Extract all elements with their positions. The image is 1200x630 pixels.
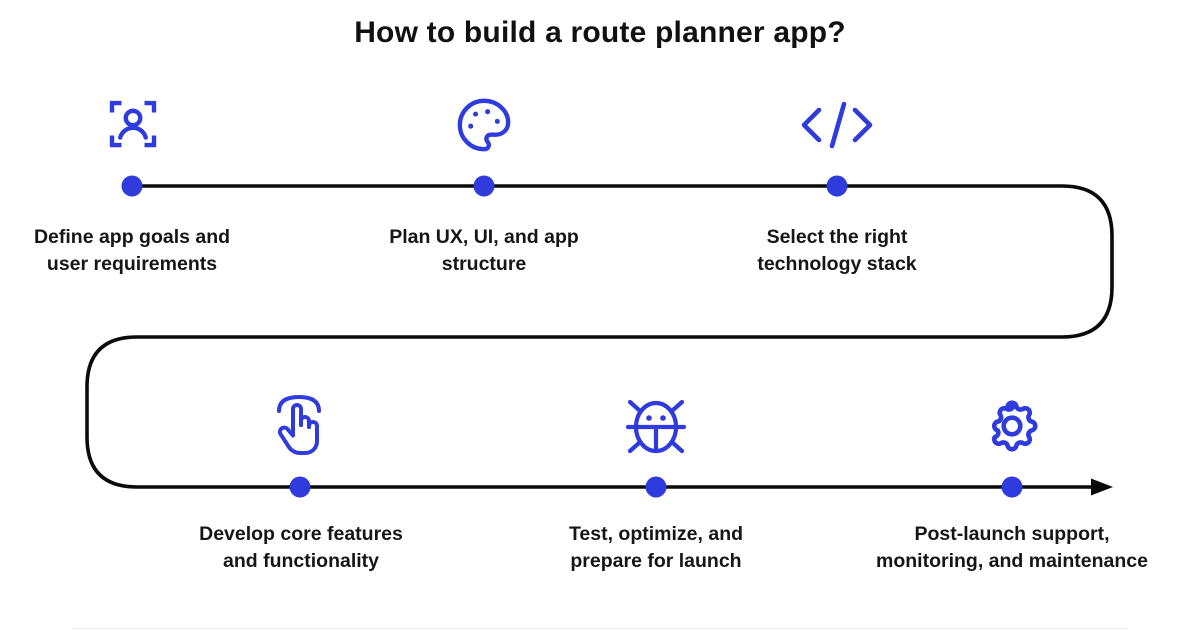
step-dot: [289, 476, 311, 498]
step-dot: [645, 476, 667, 498]
step-label: Test, optimize, and prepare for launch: [496, 521, 816, 575]
bug-icon: [620, 394, 692, 458]
step-label-line: Select the right: [766, 226, 908, 248]
step-label-line: Define app goals and: [33, 226, 231, 248]
step-dot: [121, 175, 143, 197]
step-label-line: Test, optimize, and: [568, 523, 744, 545]
step-label: Define app goals and user requirements: [0, 224, 292, 278]
user-scan-icon: [103, 94, 163, 154]
step-label-line: and functionality: [223, 550, 379, 572]
step-dot: [826, 175, 848, 197]
step-dot: [473, 175, 495, 197]
page-title: How to build a route planner app?: [354, 16, 846, 49]
step-label: Post-launch support, monitoring, and mai…: [852, 521, 1172, 575]
step-label-line: Post-launch support,: [914, 523, 1110, 545]
gear-icon: [981, 395, 1043, 457]
arrowhead-icon: [1091, 478, 1113, 496]
route-path: [85, 184, 1114, 489]
palette-icon: [455, 96, 513, 154]
step-label: Plan UX, UI, and app structure: [324, 224, 644, 278]
tap-gesture-icon: [271, 391, 331, 461]
code-icon: [799, 97, 875, 153]
step-label-line: structure: [441, 253, 527, 275]
step-label-line: technology stack: [757, 253, 917, 275]
step-label-line: Plan UX, UI, and app: [389, 226, 579, 248]
step-label-line: monitoring, and maintenance: [876, 550, 1148, 572]
step-label: Develop core features and functionality: [141, 521, 461, 575]
bottom-divider: [72, 628, 1128, 629]
step-label: Select the right technology stack: [677, 224, 997, 278]
step-dot: [1001, 476, 1023, 498]
step-label-line: Develop core features: [199, 523, 403, 545]
step-label-line: user requirements: [46, 253, 218, 275]
step-label-line: prepare for launch: [570, 550, 742, 572]
